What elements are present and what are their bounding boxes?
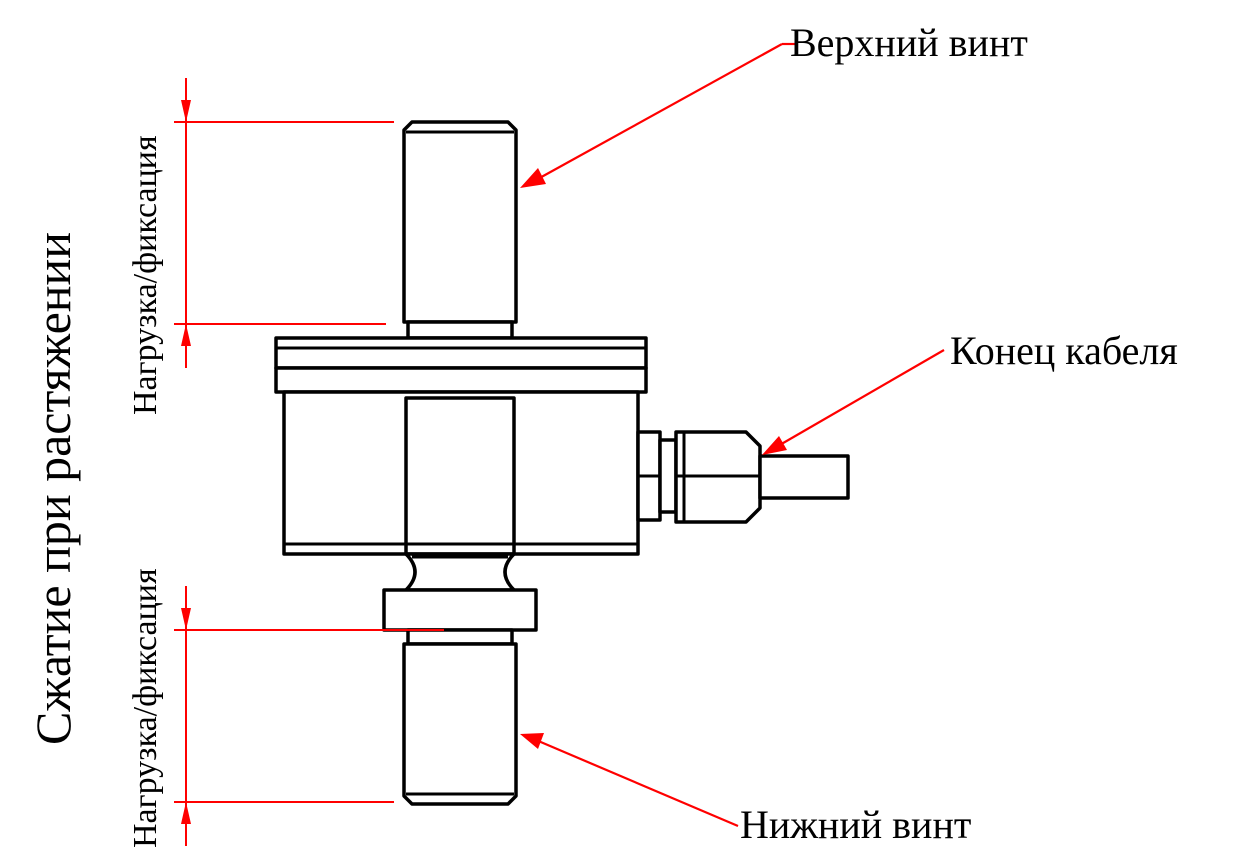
neck-spacer [406, 628, 514, 646]
label-mode: Сжатие при растяжении [25, 232, 81, 745]
label-bottom-screw: Нижний винт [740, 802, 971, 847]
top-screw [402, 120, 518, 340]
sensor-body [274, 336, 648, 556]
leader-top-screw [520, 42, 796, 188]
neck-flexure [404, 552, 516, 592]
label-cable-end: Конец кабеля [950, 328, 1178, 373]
label-load-fix-top: Нагрузка/фиксация [127, 135, 164, 415]
label-load-fix-bottom: Нагрузка/фиксация [127, 568, 164, 848]
bottom-screw [402, 642, 518, 806]
top-dimension [174, 78, 394, 368]
leader-bottom-screw [520, 733, 739, 828]
cable-gland [636, 430, 762, 524]
cable [758, 454, 850, 500]
bottom-dimension [174, 586, 444, 846]
lock-nut [382, 588, 538, 632]
label-top-screw: Верхний винт [790, 20, 1028, 65]
leader-cable-end [762, 349, 945, 455]
